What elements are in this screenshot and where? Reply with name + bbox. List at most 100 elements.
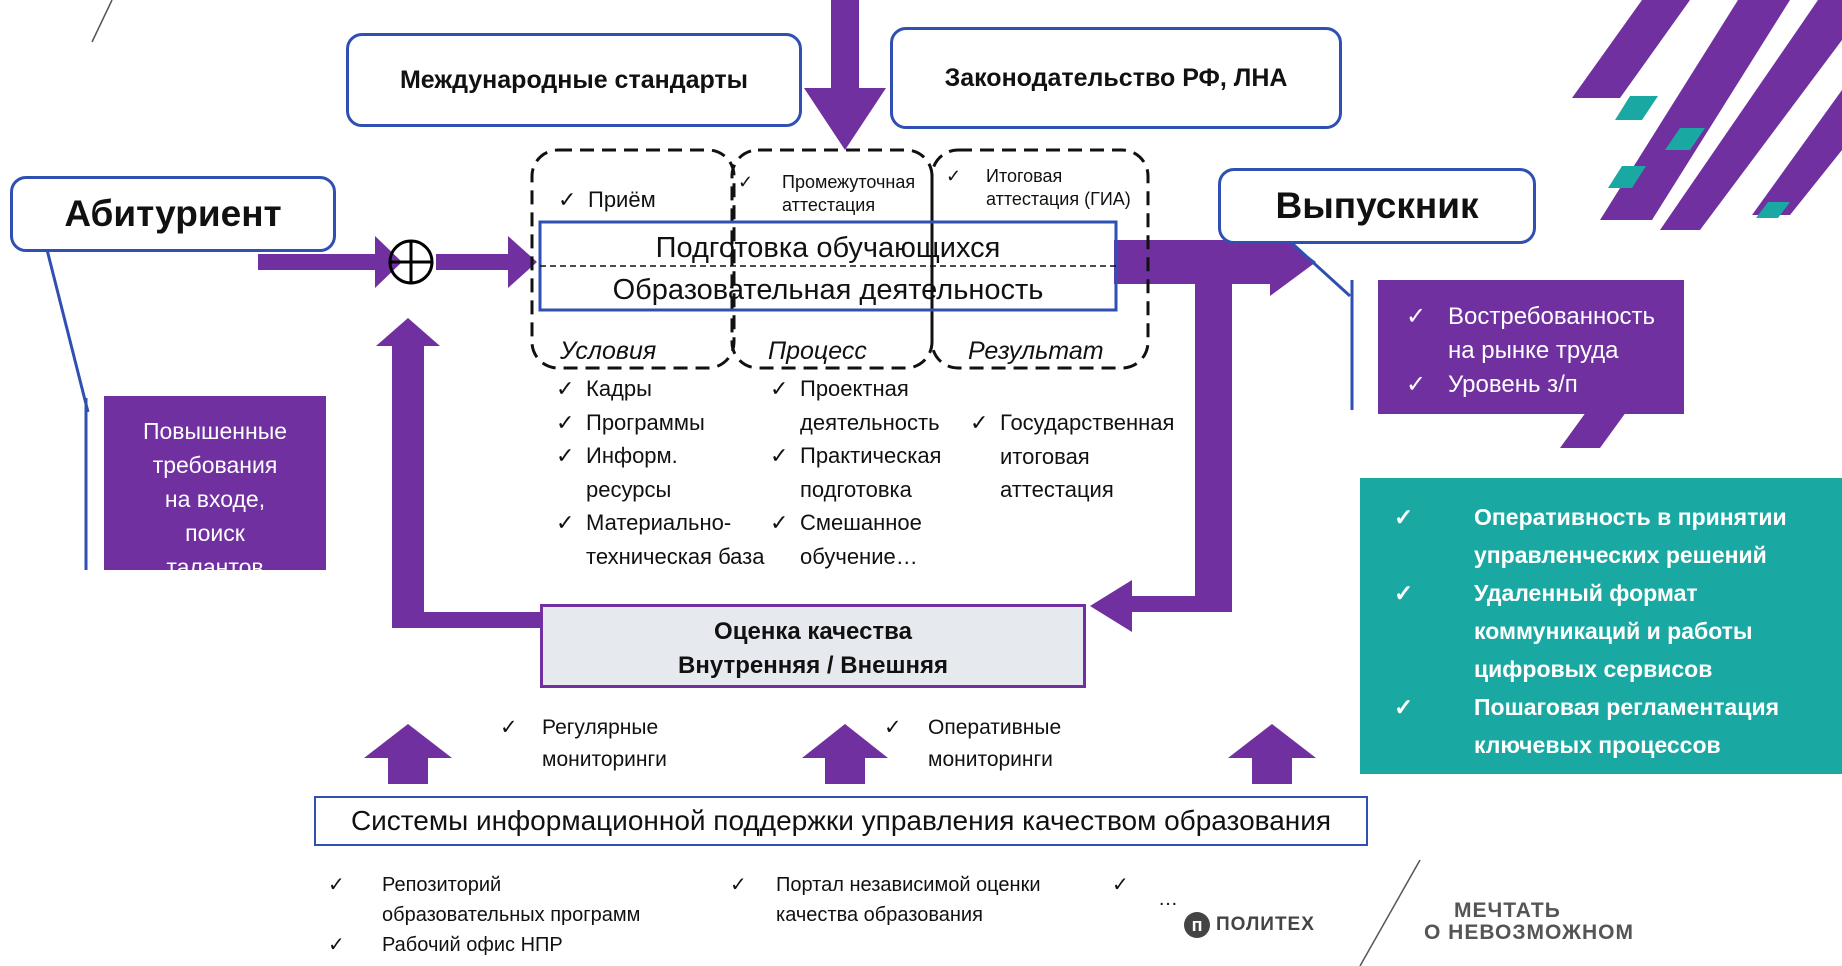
list-item-label: Кадры — [586, 376, 652, 401]
list-item: техническая база — [556, 540, 765, 574]
law-box: Законодательство РФ, ЛНА — [890, 27, 1342, 129]
check-icon: ✓ — [946, 166, 962, 186]
monitoring-operational-line1: Оперативные — [928, 716, 1062, 739]
stage-intermediate: ✓Промежуточная аттестация — [738, 171, 915, 217]
result-list: ✓Государственная итоговая аттестация — [970, 406, 1174, 507]
list-item-label: подготовка — [800, 476, 912, 502]
list-item-label: техническая база — [586, 543, 765, 569]
stage-intermediate-line1: Промежуточная — [782, 172, 916, 192]
stage-box-conditions — [530, 148, 736, 370]
list-item-label: Пошаговая регламентация — [1474, 694, 1780, 720]
check-icon: ✓ — [558, 187, 577, 212]
check-icon: ✓ — [1406, 371, 1427, 398]
list-item: ✓ Уровень з/п — [1406, 368, 1684, 402]
bottom-item-portal: ✓ Портал независимой оценки качества обра… — [730, 870, 1041, 930]
arrow-up-left — [364, 724, 452, 784]
stage-final-line2: аттестация (ГИА) — [986, 189, 1131, 210]
list-item-label: цифровых сервисов — [1474, 656, 1713, 682]
info-systems-box: Системы информационной поддержки управле… — [314, 796, 1368, 846]
list-item: деятельность — [770, 406, 941, 440]
entry-panel-line: Повышенные — [142, 418, 288, 444]
check-icon: ✓ — [770, 510, 789, 535]
process-line-2: Образовательная деятельность — [612, 274, 1044, 306]
check-icon: ✓ — [328, 934, 345, 956]
decor-line-topleft — [91, 0, 113, 43]
list-item: ✓Оперативность в принятии — [1394, 498, 1842, 536]
check-icon: ✓ — [730, 874, 747, 896]
check-icon: ✓ — [1394, 694, 1414, 720]
list-item-label: Практическая — [800, 443, 942, 468]
check-icon: ✓ — [1406, 303, 1427, 330]
monitoring-regular-line2: мониторинги — [542, 748, 667, 771]
arrow-to-graduate — [1114, 228, 1316, 296]
monitoring-regular-line1: Регулярные — [542, 716, 659, 739]
check-icon: ✓ — [1394, 504, 1414, 530]
entry-panel-line: талантов — [166, 554, 264, 580]
repo-line1: Репозиторий — [382, 874, 502, 896]
stage-intermediate-line2: аттестация — [782, 195, 876, 216]
bottom-item-ellipsis: ✓… — [1112, 870, 1178, 910]
list-item: ✓ Востребованность — [1406, 300, 1684, 334]
list-item-label: ключевых процессов — [1474, 732, 1721, 758]
list-item: ресурсы — [556, 473, 765, 507]
list-item: ✓Проектная — [770, 372, 941, 406]
bottom-item-repo: ✓Репозиторий образовательных программ ✓Р… — [328, 870, 640, 960]
slogan-logo: МЕЧТАТЬ О НЕВОЗМОЖНОМ — [1424, 900, 1634, 944]
check-icon: ✓ — [1112, 874, 1129, 896]
list-item: коммуникаций и работы — [1394, 612, 1842, 650]
politech-logo: п ПОЛИТЕХ — [1184, 912, 1315, 938]
list-item-label: Востребованность — [1448, 303, 1656, 330]
slogan-line1: МЕЧТАТЬ — [1454, 899, 1561, 922]
entry-panel-line: на входе, — [164, 486, 266, 512]
process-line-1: Подготовка обучающихся — [655, 232, 1001, 264]
list-item: ✓ Смешанное — [770, 506, 941, 540]
entry-panel-line: поиск — [185, 520, 245, 546]
ellipsis-label: … — [1158, 888, 1178, 910]
arrow-applicant-in — [258, 236, 402, 288]
list-item-label: Уровень з/п — [1448, 371, 1578, 398]
list-item-label: коммуникаций и работы — [1474, 618, 1753, 644]
arrow-top-down — [804, 0, 886, 150]
callout-line-graduate — [1282, 234, 1352, 298]
check-icon: ✓ — [884, 716, 902, 739]
law-box-label: Законодательство РФ, ЛНА — [944, 63, 1288, 92]
stage-box-result — [930, 148, 1150, 370]
list-item-label: Материально- — [586, 510, 732, 535]
arrow-up-right — [1228, 724, 1316, 784]
phase-result: Результат — [968, 337, 1104, 365]
list-item-label: обучение… — [800, 543, 918, 569]
eval-box-line1: Оценка качества — [714, 618, 912, 645]
list-item: ✓Программы — [556, 406, 765, 440]
standards-box-label: Международные стандарты — [399, 65, 749, 94]
applicant-box-label: Абитуриент — [64, 193, 282, 234]
list-item-label: Государственная — [1000, 410, 1175, 435]
politech-logo-text: ПОЛИТЕХ — [1216, 914, 1315, 935]
list-item-label: аттестация — [1000, 477, 1114, 502]
check-icon: ✓ — [556, 376, 575, 401]
list-item: ✓ Кадры — [556, 372, 765, 406]
office-line: Рабочий офис НПР — [382, 934, 563, 956]
decor-line-bottom — [1359, 859, 1421, 966]
applicant-box: Абитуриент — [10, 176, 336, 252]
check-icon: ✓ — [770, 443, 789, 468]
list-item: ключевых процессов — [1394, 726, 1842, 764]
phase-conditions: Условия — [560, 337, 657, 365]
entry-panel-line: требования — [152, 452, 278, 478]
stage-final: ✓ Итоговая аттестация (ГИА) — [946, 165, 1131, 211]
arrow-up-middle — [802, 724, 888, 784]
monitoring-regular: ✓Регулярные мониторинги — [500, 712, 667, 776]
info-systems-label: Системы информационной поддержки управле… — [350, 805, 1332, 836]
list-item: цифровых сервисов — [1394, 650, 1842, 688]
graduate-box-label: Выпускник — [1275, 185, 1479, 226]
sum-circle-icon — [388, 239, 434, 285]
check-icon: ✓ — [1394, 580, 1414, 606]
monitoring-operational-line2: мониторинги — [928, 748, 1053, 771]
list-item: управленческих решений — [1394, 536, 1842, 574]
portal-line2: качества образования — [776, 904, 983, 926]
portal-line1: Портал независимой оценки — [776, 874, 1041, 896]
list-item-label: на рынке труда — [1448, 337, 1619, 364]
decor-stripes-topright — [1560, 0, 1842, 448]
list-item-label: Смешанное — [800, 510, 922, 535]
stage-final-line1: Итоговая — [986, 166, 1063, 186]
